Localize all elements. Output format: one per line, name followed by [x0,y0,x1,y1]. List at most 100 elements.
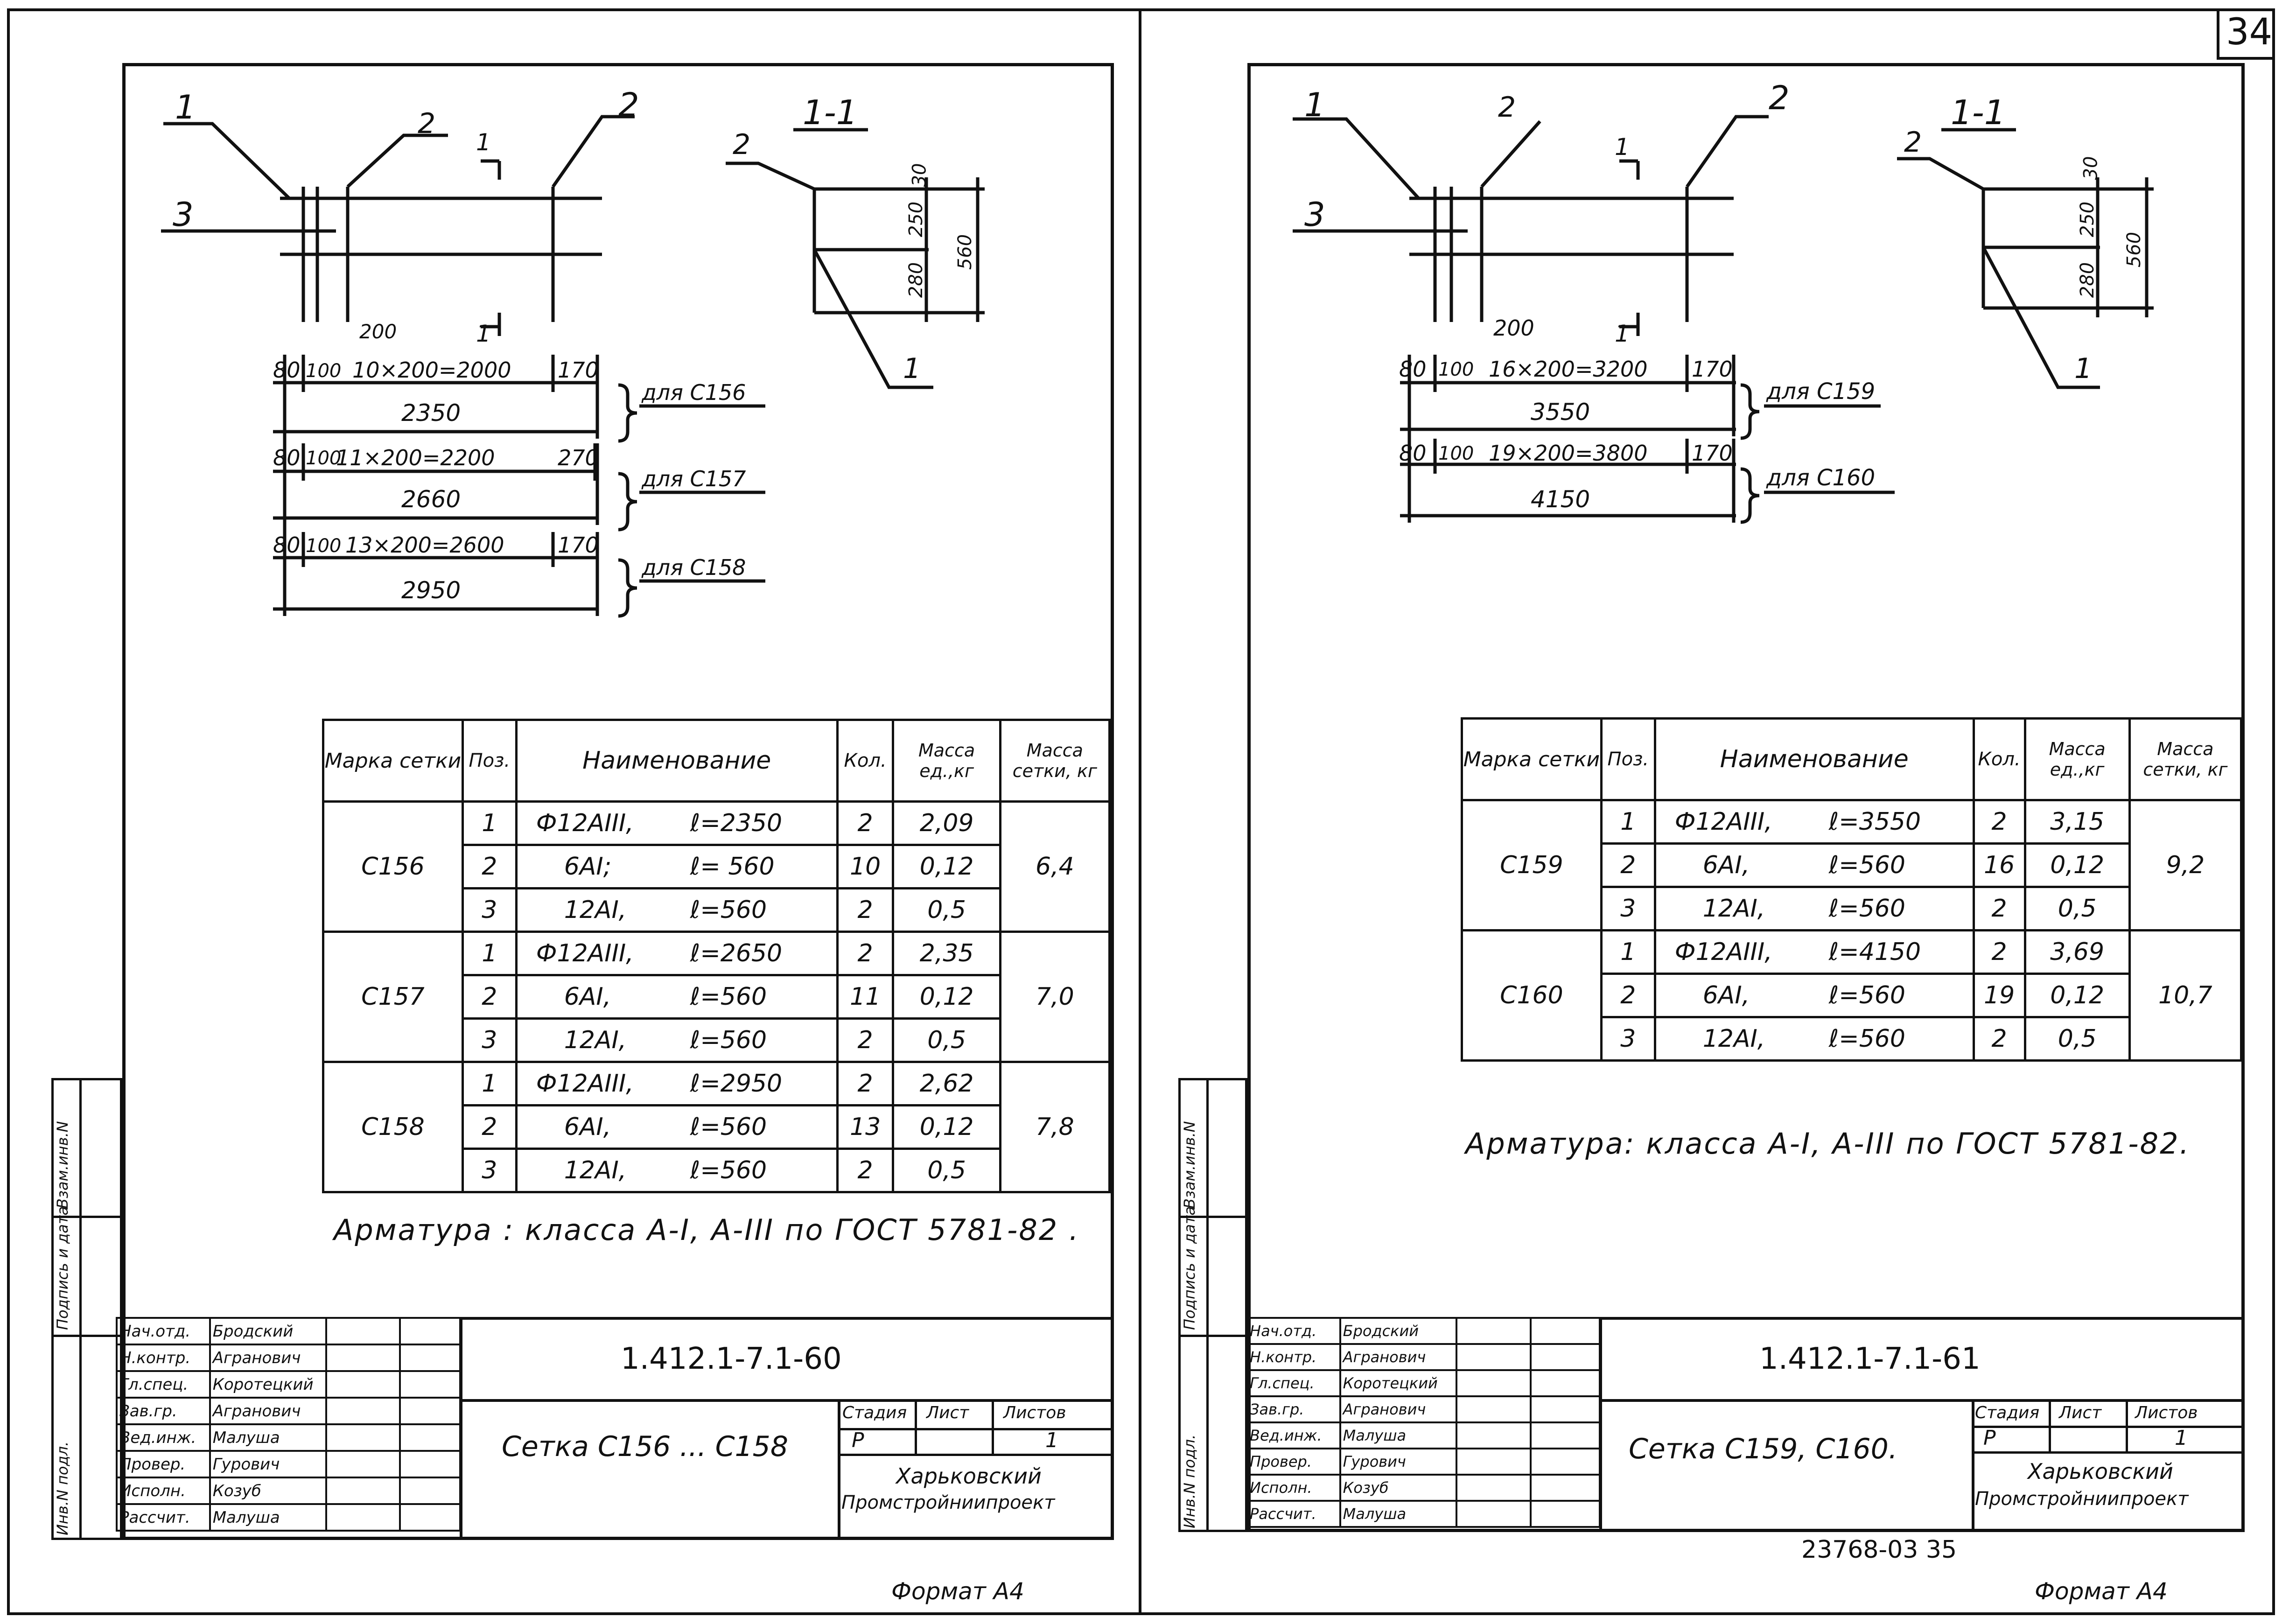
left-mass-0-1: 0,12 [892,844,1001,889]
right-person-5: Гурович [1339,1448,1458,1476]
right-mass-1-1: 0,12 [2023,973,2131,1018]
right-name-cell-1-1: 6АI,ℓ=560 [1653,973,1975,1018]
right-section-dim-2: 280 [2077,262,2099,298]
left-total-0: 6,4 [999,800,1111,933]
right-note: Арматура: класса А-I, А-III по ГОСТ 5781… [1465,1127,2191,1161]
left-qty-1-0: 2 [836,931,895,976]
left-mass-2-0: 2,62 [892,1061,1001,1106]
left-name-0-2: 12АI, [564,896,627,924]
right-sheets-value: 1 [2175,1426,2188,1450]
right-qty-0-1: 16 [1972,842,2026,888]
right-mass-0-1: 0,12 [2023,842,2131,888]
left-mark-0: С156 [322,800,464,933]
right-name-0-1: 6АI, [1702,851,1750,879]
right-marker-3: 3 [1304,196,1325,234]
left-role-1: Н.контр. [116,1344,211,1372]
right-org-2: Промстройниипроект [1975,1488,2189,1510]
left-dim-row-1-c: 11×200=2200 [336,445,495,470]
left-title-block-main [460,1317,1114,1540]
left-marker-1c: 1 [476,320,491,347]
right-stage-value: Р [1983,1426,1996,1450]
right-person-4: Малуша [1339,1421,1458,1449]
left-name-cell-1-2: 12АI,ℓ=560 [515,1017,839,1063]
right-person-6: Козуб [1339,1474,1458,1502]
right-hdr-qty: Кол. [1972,717,2026,801]
right-person-3: Агранович [1339,1395,1458,1423]
page-border-right [2272,8,2275,1615]
right-marker-1: 1 [1304,86,1325,124]
right-spec-table: Марка сетки Поз. Наименование Кол. Масса… [1461,717,2243,1062]
left-role-2: Гл.спец. [116,1370,211,1399]
right-role-1: Н.контр. [1246,1343,1341,1371]
left-name-cell-1-1: 6АI,ℓ=560 [515,974,839,1020]
left-marker-1: 1 [175,88,196,126]
right-name-cell-1-2: 12АI,ℓ=560 [1653,1016,1975,1062]
right-name-1-2: 12АI, [1702,1025,1765,1053]
right-person-7: Малуша [1339,1500,1458,1528]
right-person-2: Коротецкий [1339,1369,1458,1397]
right-name-cell-0-0: Ф12АIII,ℓ=3550 [1653,799,1975,845]
left-role-4: Вед.инж. [116,1423,211,1452]
left-qty-0-2: 2 [836,887,895,933]
right-person-0: Бродский [1339,1317,1458,1345]
left-side-label-1: Подпись и дата [54,1206,71,1330]
left-dim-row-0-total: 2350 [401,399,461,427]
left-person-3: Агранович [209,1397,328,1425]
right-mass-0-0: 3,15 [2023,799,2131,845]
right-total-0: 9,2 [2128,799,2243,931]
left-name-cell-0-2: 12АI,ℓ=560 [515,887,839,933]
right-qty-0-2: 2 [1972,886,2026,931]
left-role-5: Провер. [116,1450,211,1478]
right-doc-code: 1.412.1-7.1-61 [1759,1342,1981,1376]
left-sheets-label: Листов [1003,1403,1066,1422]
left-len-0-1: ℓ= 560 [690,853,775,881]
right-total-1: 10,7 [2128,929,2243,1062]
left-dim-row-1-d: 270 [558,445,599,470]
right-name-0-0: Ф12АIII, [1674,808,1772,836]
footer-code: 23768-03 35 [1801,1536,1957,1564]
right-dim-row-1-note: для С160 [1766,465,1876,491]
right-section-label: 1-1 [1951,93,2006,132]
right-mass-1-0: 3,69 [2023,929,2131,975]
right-sheets-label: Листов [2135,1403,2198,1422]
right-section-marker-2: 2 [1904,126,1922,159]
left-name-2-0: Ф12АIII, [536,1070,634,1098]
left-dim-row-0-note: для С156 [642,380,746,405]
right-section-dim-3: 560 [2123,231,2145,268]
right-pos-1-0: 1 [1600,929,1656,975]
left-qty-1-1: 11 [836,974,895,1020]
left-role-0: Нач.отд. [116,1317,211,1345]
right-name-1-1: 6АI, [1702,981,1750,1009]
left-mass-2-1: 0,12 [892,1104,1001,1150]
left-name-cell-2-1: 6АI,ℓ=560 [515,1104,839,1150]
left-total-2: 7,8 [999,1061,1111,1193]
right-pos-0-2: 3 [1600,886,1656,931]
left-person-0: Бродский [209,1317,328,1345]
right-side-label-0: Взам.инв.N [1181,1121,1198,1209]
left-hdr-name: Наименование [515,719,839,803]
left-dim-row-2-a: 80 [273,532,301,558]
right-dim-row-1-d: 170 [1692,441,1733,466]
left-name-2-2: 12АI, [564,1156,627,1184]
left-hdr-pos: Поз. [461,719,518,803]
left-pos-2-1: 2 [461,1104,518,1150]
right-title-block-people: Нач.отд.Бродский Н.контр.Агранович Гл.сп… [1246,1317,1601,1528]
left-pos-1-2: 3 [461,1017,518,1063]
left-pos-0-1: 2 [461,844,518,889]
right-role-5: Провер. [1246,1448,1341,1476]
left-name-1-1: 6АI, [564,983,611,1011]
left-mass-0-2: 0,5 [892,887,1001,933]
right-name-0-2: 12АI, [1702,895,1765,923]
right-role-7: Рассчит. [1246,1500,1341,1528]
right-len-1-0: ℓ=4150 [1828,938,1921,966]
left-name-cell-1-0: Ф12АIII,ℓ=2650 [515,931,839,976]
left-marker-1b: 1 [476,129,491,156]
right-role-2: Гл.спец. [1246,1369,1341,1397]
left-role-3: Зав.гр. [116,1397,211,1425]
left-title-block-people: Нач.отд.Бродский Н.контр. Агранович Гл.сп… [116,1317,461,1532]
right-mass-0-2: 0,5 [2023,886,2131,931]
left-name-cell-0-1: 6АI;ℓ= 560 [515,844,839,889]
right-mark-1: С160 [1461,929,1603,1062]
right-hdr-mark: Марка сетки [1461,717,1603,801]
left-pos-1-1: 2 [461,974,518,1020]
